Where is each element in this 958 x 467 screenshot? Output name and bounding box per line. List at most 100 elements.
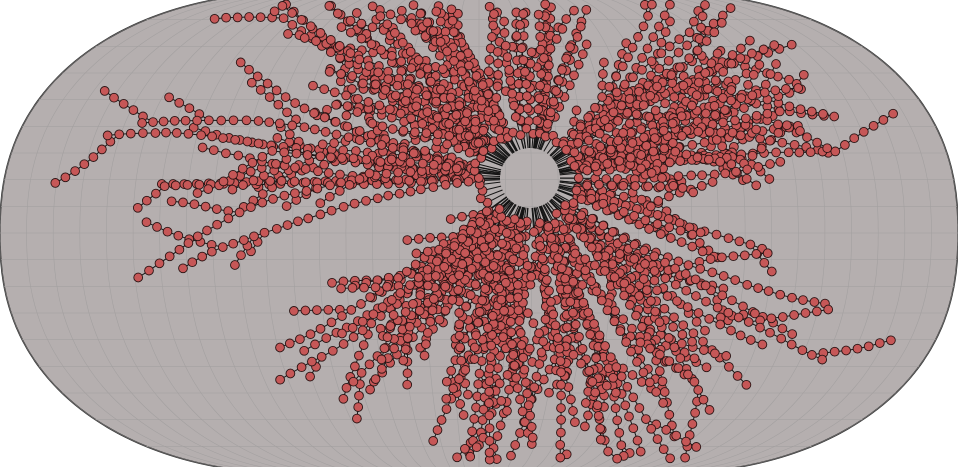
graph-node [627, 323, 637, 334]
graph-node [502, 52, 513, 62]
graph-node [657, 173, 667, 183]
graph-node [618, 207, 629, 217]
graph-node [689, 16, 699, 27]
graph-node [569, 5, 579, 16]
graph-node [751, 249, 762, 259]
graph-node [765, 69, 776, 79]
graph-node [777, 137, 788, 148]
graph-node [631, 310, 641, 321]
graph-node [696, 181, 707, 191]
graph-node [730, 275, 741, 285]
graph-node [718, 271, 729, 281]
graph-node [753, 162, 764, 172]
graph-node [823, 304, 834, 315]
graph-node [522, 103, 533, 114]
graph-node [507, 88, 518, 99]
graph-node [638, 21, 649, 32]
graph-node [812, 137, 822, 148]
graph-node [627, 42, 638, 53]
graph-node [655, 229, 666, 239]
graph-node [670, 279, 681, 290]
graph-node [809, 297, 820, 307]
graph-node [603, 446, 613, 457]
graph-node [723, 307, 734, 318]
graph-node [687, 419, 698, 429]
graph-node [730, 115, 740, 126]
graph-node [545, 43, 556, 54]
graph-node [627, 138, 638, 148]
graph-node [575, 121, 586, 132]
graph-node [802, 132, 812, 143]
graph-node [629, 239, 640, 250]
graph-node [712, 302, 723, 313]
graph-node [634, 291, 644, 301]
graph-node [615, 326, 626, 337]
graph-node [668, 138, 678, 148]
graph-node [655, 349, 665, 360]
graph-node [492, 431, 503, 441]
graph-node [499, 16, 509, 27]
graph-node [627, 370, 638, 380]
graph-node [888, 108, 898, 119]
graph-node [656, 37, 667, 48]
graph-node [693, 308, 704, 318]
graph-node [649, 251, 660, 262]
graph-node [631, 109, 642, 120]
graph-node [663, 214, 674, 224]
graph-node [618, 233, 629, 244]
graph-node [798, 295, 808, 305]
graph-node [735, 130, 746, 141]
graph-node [665, 0, 675, 10]
graph-node [699, 345, 709, 355]
graph-node [610, 403, 621, 414]
graph-node [644, 377, 655, 388]
graph-node [521, 79, 532, 89]
graph-node [677, 183, 688, 193]
graph-node [728, 251, 739, 262]
graph-node [698, 336, 708, 347]
graph-node [765, 135, 775, 146]
graph-node [474, 368, 485, 379]
graph-node [619, 278, 630, 289]
graph-node [633, 32, 643, 42]
graph-node [806, 106, 817, 117]
graph-node [441, 376, 452, 387]
graph-node [762, 108, 773, 119]
graph-node [511, 31, 522, 41]
graph-node [551, 34, 562, 44]
graph-node [781, 84, 791, 94]
graph-node [852, 343, 863, 354]
graph-node [652, 285, 662, 296]
graph-node [624, 411, 634, 422]
graph-node [745, 35, 755, 46]
graph-node [557, 24, 568, 34]
graph-node [678, 80, 689, 91]
graph-node [632, 435, 643, 446]
graph-node [611, 87, 622, 98]
graph-node [775, 156, 786, 167]
graph-node [575, 21, 586, 32]
graph-node [604, 81, 615, 92]
graph-node [667, 78, 678, 88]
graph-node [666, 70, 677, 80]
graph-node [747, 90, 758, 101]
graph-node [682, 40, 692, 51]
graph-node [787, 329, 798, 339]
graph-node [818, 109, 828, 119]
graph-node [703, 154, 714, 165]
graph-node [628, 423, 639, 434]
graph-node [573, 59, 584, 70]
graph-node [664, 409, 675, 420]
graph-node [612, 453, 622, 464]
graph-node [707, 177, 718, 187]
graph-node [607, 227, 618, 237]
graph-node [654, 317, 665, 328]
graph-node [642, 285, 652, 295]
graph-node [807, 350, 817, 360]
graph-node [795, 126, 805, 136]
graph-node [704, 313, 715, 324]
graph-node [636, 377, 647, 387]
graph-node [840, 140, 850, 150]
graph-node [691, 291, 701, 301]
graph-node [649, 266, 660, 276]
